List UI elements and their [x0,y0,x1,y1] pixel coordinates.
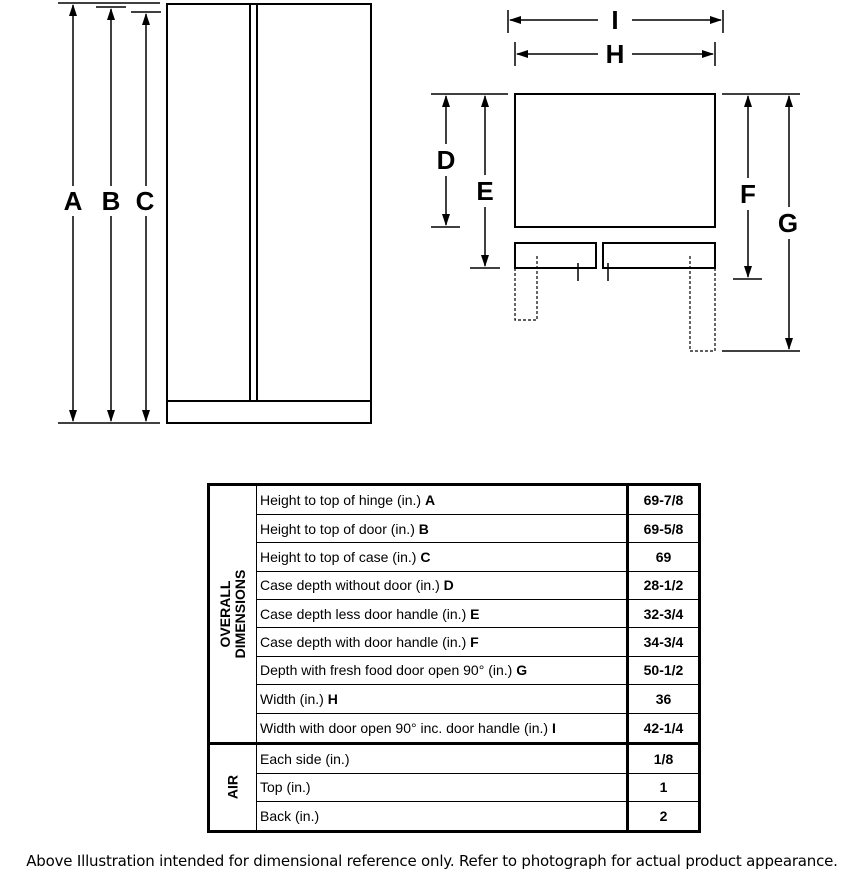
row-value: 34-3/4 [626,627,700,657]
row-label: Back (in.) [256,800,628,833]
table-row: AIR Each side (in.) 1/8 [208,741,700,833]
row-label: Height to top of case (in.) C [256,542,628,572]
row-value: 69-7/8 [626,483,700,516]
dim-label-g: G [778,208,798,238]
row-value: 69-5/8 [626,514,700,544]
row-value: 1 [626,772,700,802]
row-label: Height to top of door (in.) B [256,514,628,544]
front-view [166,3,372,424]
row-value: 36 [626,684,700,714]
dim-label-h: H [606,39,625,69]
case-outline [514,93,716,228]
table-row: Top (in.) 1 [209,772,700,802]
table-row: Width (in.) H 36 [209,684,700,714]
row-label: Width with door open 90° inc. door handl… [256,712,628,744]
group-label: AIR [224,775,241,800]
dimension-diagram: A B C I H D E F G [58,2,800,424]
door-open-left [514,256,538,321]
table-row: Case depth without door (in.) D 28-1/2 [209,570,700,601]
table-row: Case depth less door handle (in.) E 32-3… [209,599,700,629]
table-row: Depth with fresh food door open 90° (in.… [209,655,700,686]
dim-label-c: C [136,186,155,216]
table-row: Height to top of door (in.) B 69-5/8 [209,514,700,544]
row-label: Height to top of hinge (in.) A [256,483,628,516]
table-row: Case depth with door handle (in.) F 34-3… [209,627,700,657]
row-value: 2 [626,800,700,833]
group-label: OVERALL DIMENSIONS [217,569,248,659]
dim-label-b: B [102,186,121,216]
row-value: 32-3/4 [626,599,700,629]
row-value: 50-1/2 [626,655,700,686]
dim-label-f: F [740,179,756,209]
table-row: Back (in.) 2 [209,800,700,833]
door-open-right [689,256,716,352]
row-label: Case depth without door (in.) D [256,570,628,601]
row-value: 69 [626,542,700,572]
dim-label-i: I [611,5,618,35]
footnote: Above Illustration intended for dimensio… [26,852,838,870]
table-row: OVERALL DIMENSIONS Height to top of hing… [208,483,700,744]
group-air: AIR [208,741,257,833]
row-value: 42-1/4 [626,712,700,744]
door-right [602,242,716,269]
table-row: Height to top of case (in.) C 69 [209,542,700,572]
row-value: 28-1/2 [626,570,700,601]
fridge-body [166,3,372,424]
table-row: Width with door open 90° inc. door handl… [209,712,700,744]
row-label: Depth with fresh food door open 90° (in.… [256,655,628,686]
row-label: Case depth with door handle (in.) F [256,627,628,657]
dim-label-d: D [437,145,456,175]
group-overall-dimensions: OVERALL DIMENSIONS [208,484,257,744]
dimensions-table: OVERALL DIMENSIONS Height to top of hing… [207,483,701,833]
row-value: 1/8 [626,741,700,774]
dim-label-e: E [476,176,493,206]
row-label: Width (in.) H [256,684,628,714]
row-label: Each side (in.) [256,741,628,774]
door-left [514,242,597,269]
top-view [514,93,716,269]
row-label: Case depth less door handle (in.) E [256,599,628,629]
dim-label-a: A [64,186,83,216]
row-label: Top (in.) [256,772,628,802]
